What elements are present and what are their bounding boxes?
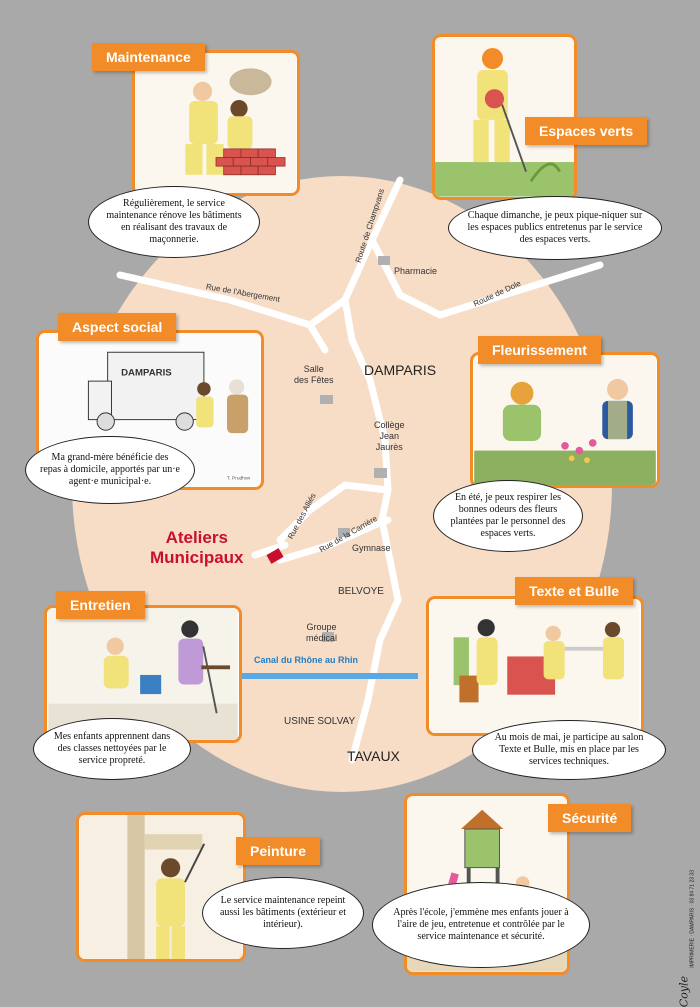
fleurissement-speech-bubble: En été, je peux respirer les bonnes odeu… [433,480,583,552]
securite-speech-bubble: Après l'école, j'emmène mes enfants joue… [372,882,590,968]
aspect-social-speech-bubble: Ma grand-mère bénéficie des repas à domi… [25,436,195,504]
securite-title: Sécurité [548,804,632,832]
peinture-drawing [79,815,243,959]
entretien-drawing [48,608,238,740]
maintenance-drawing [135,53,297,193]
town-tavaux: TAVAUX [347,748,400,764]
peinture-title: Peinture [236,837,321,865]
salle-building [320,395,333,404]
salle-fetes-label: Salle des Fêtes [294,364,334,386]
maintenance-speech-bubble: Régulièrement, le service maintenance ré… [88,186,260,258]
peinture-illustration [76,812,246,962]
texte-bulle-drawing [430,599,640,733]
groupe-line2: médical [306,633,338,643]
fleurissement-title: Fleurissement [478,336,601,364]
espaces-verts-illustration [432,34,577,200]
town-damparis: DAMPARIS [364,362,437,378]
aspect-social-title: Aspect social [58,313,177,341]
entretien-speech-bubble: Mes enfants apprennent dans des classes … [33,718,191,780]
truck-label: DAMPARIS [121,367,172,378]
road-link [306,321,329,354]
buildings [320,256,390,642]
texte-bulle-speech-bubble: Au mois de mai, je participe au salon Te… [472,720,666,780]
road-abergement [116,271,349,329]
usine-label: USINE SOLVAY [284,716,356,727]
groupe-building [322,632,334,642]
road-dole [368,236,604,319]
salle-line2: des Fêtes [294,375,334,385]
college-line1: Collège [374,420,405,430]
entretien-title: Entretien [56,591,145,619]
ateliers-line1: Ateliers [165,528,228,547]
road-allies [276,481,392,544]
gymnase-building [338,528,350,537]
road-network [116,176,604,764]
texte-bulle-illustration [426,596,644,736]
road-ateliers [251,541,289,559]
espaces-verts-drawing [435,37,574,197]
college-line3: Jaurès [375,442,403,452]
groupe-medical-label: Groupe médical [306,622,337,644]
maintenance-title: Maintenance [92,43,205,71]
road-carriere [276,516,392,564]
artist-signature: T. Prudhon [227,475,251,481]
ateliers-line2: Municipaux [150,548,244,567]
canal-label: Canal du Rhône au Rhin [254,655,359,665]
college-line2: Jean [379,431,400,441]
ateliers-municipaux-label: Ateliers Municipaux [150,528,244,568]
gymnase-label: Gymnase [352,543,391,553]
district-belvoye: BELVOYE [338,586,384,597]
maintenance-illustration [132,50,300,196]
peinture-speech-bubble: Le service maintenance repeint aussi les… [202,877,364,949]
ateliers-marker [266,548,284,564]
entretien-illustration [44,605,242,743]
print-credit: IMPRIMERIE · DAMPARIS · 03 84 71 23 33 [690,870,696,968]
college-building [374,468,387,478]
fleurissement-drawing [474,355,656,485]
artist-signature-footer: Coyle [677,976,690,1007]
texte-bulle-title: Texte et Bulle [515,577,633,605]
espaces-verts-title: Espaces verts [525,117,648,145]
groupe-line1: Groupe [306,622,337,632]
college-label: Collège Jean Jaurès [374,420,405,453]
fleurissement-illustration [470,352,660,488]
espaces-verts-speech-bubble: Chaque dimanche, je peux pique-niquer su… [448,196,662,260]
pharmacie-building [378,256,390,265]
salle-line1: Salle [303,364,324,374]
pharmacie-label: Pharmacie [394,266,438,276]
